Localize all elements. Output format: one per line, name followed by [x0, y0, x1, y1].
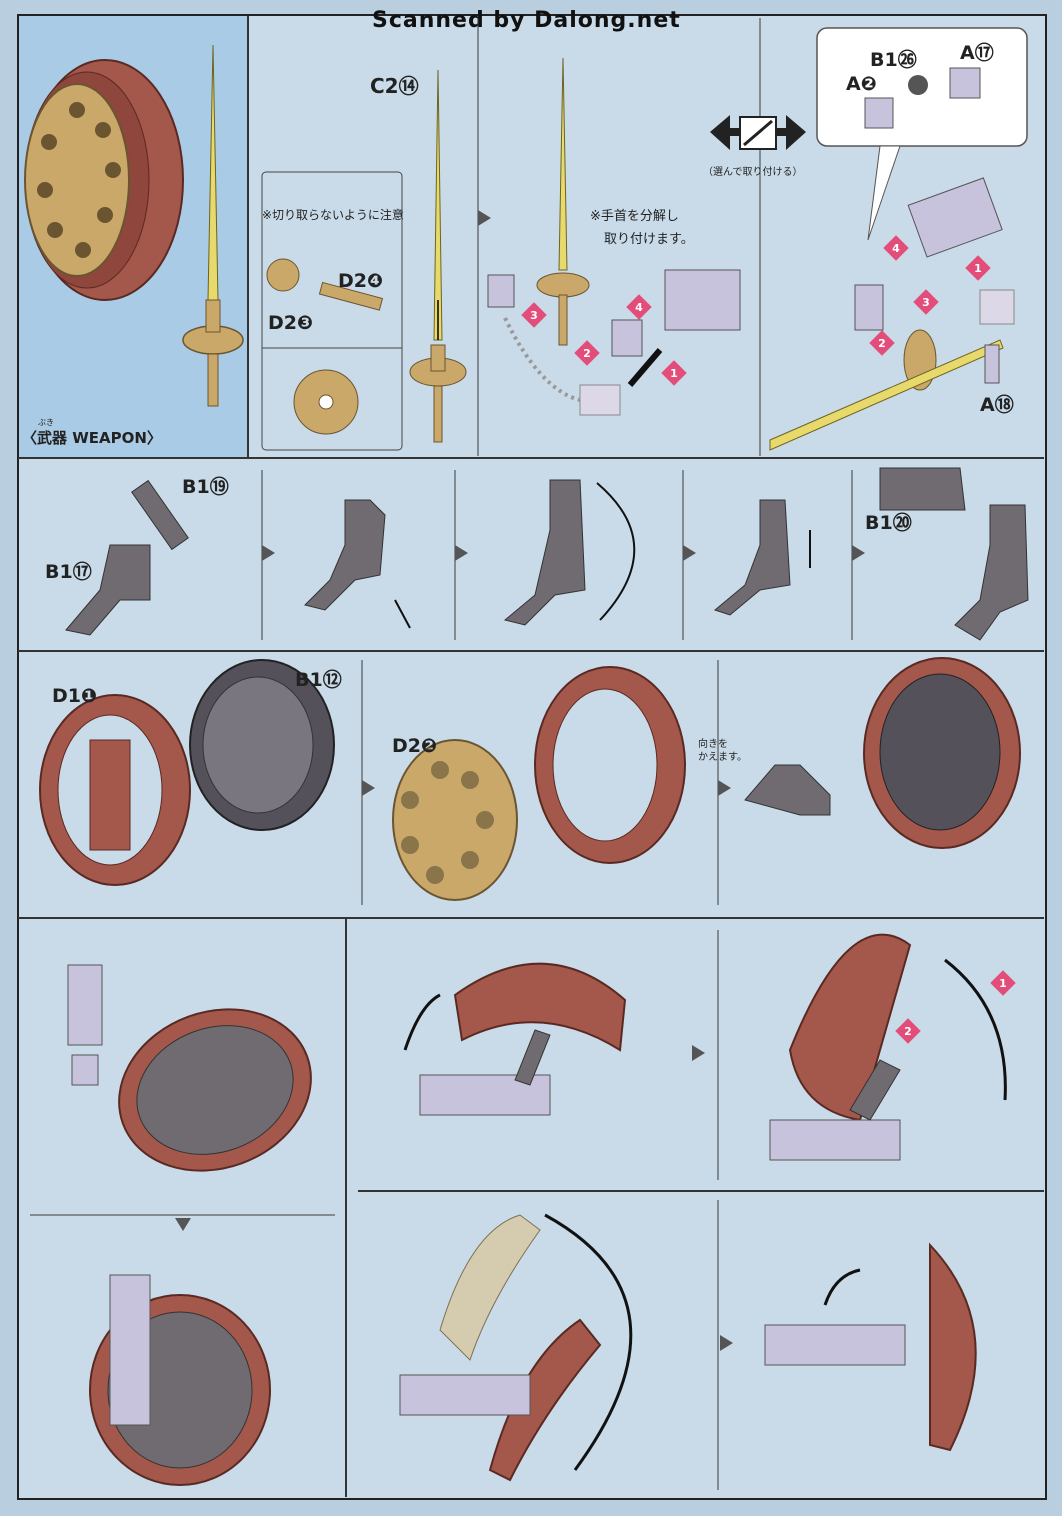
callout-b1-26: B1㉖ [870, 49, 917, 71]
row4-left-divider [345, 919, 347, 1497]
row4-split-divider [358, 1190, 1044, 1192]
row1-bottom-divider [18, 457, 1044, 459]
svg-text:3: 3 [922, 296, 930, 309]
svg-text:2: 2 [878, 337, 886, 350]
turn-note-line2: かえます。 [698, 752, 747, 763]
step2b-art [769, 67, 1015, 451]
callout-a2: A❷ [846, 73, 877, 95]
part-d1-1: D1❶ [52, 685, 98, 707]
step2-note-line1: ※手首を分解し [590, 209, 679, 224]
callout-a17: A⑰ [960, 42, 994, 64]
svg-text:2: 2 [583, 347, 591, 360]
row4-right-art [399, 933, 1007, 1482]
weapon-sword [182, 44, 244, 407]
part-d2-3: D2❸ [268, 312, 314, 334]
part-a18: A⑱ [980, 394, 1014, 416]
part-d2-4: D2❹ [338, 270, 384, 292]
row2-art [65, 467, 1029, 641]
part-b1-17: B1⑰ [45, 561, 92, 583]
row3-art [39, 657, 1021, 901]
svg-text:1: 1 [974, 262, 982, 275]
row4-left-art [67, 964, 312, 1486]
weapon-ruby: ぶき [38, 418, 54, 427]
pink-markers: 1 2 3 4 1 2 3 4 1 2 [521, 235, 1016, 1044]
choose-icon [710, 115, 806, 150]
row3-bottom-divider [18, 917, 1044, 919]
weapon-shield [24, 59, 184, 301]
row2-bottom-divider [18, 650, 1044, 652]
watermark: Scanned by Dalong.net [372, 8, 681, 33]
svg-text:4: 4 [892, 242, 900, 255]
flow-arrows [175, 210, 865, 1351]
step2-note-line2: 取り付けます。 [604, 232, 694, 247]
part-c2-14: C2⑭ [370, 74, 419, 98]
svg-text:1: 1 [999, 977, 1007, 990]
step1-note: ※切り取らないように注意 [262, 208, 404, 222]
weapon-label: 〈武器 WEAPON〉 [22, 429, 162, 447]
part-d2-2: D2❷ [392, 735, 438, 757]
part-b1-19: B1⑲ [182, 476, 229, 498]
svg-text:2: 2 [904, 1025, 912, 1038]
svg-text:3: 3 [530, 309, 538, 322]
svg-text:4: 4 [635, 301, 643, 314]
turn-note-line1: 向きを [698, 739, 728, 750]
part-b1-20: B1⑳ [865, 512, 912, 534]
weapon-panel-divider [247, 16, 249, 458]
part-b1-12: B1⑫ [295, 669, 342, 691]
choose-label: （選んで取り付ける） [703, 167, 803, 178]
svg-text:1: 1 [670, 367, 678, 380]
step1-art [266, 69, 467, 443]
step2-art [487, 57, 741, 416]
